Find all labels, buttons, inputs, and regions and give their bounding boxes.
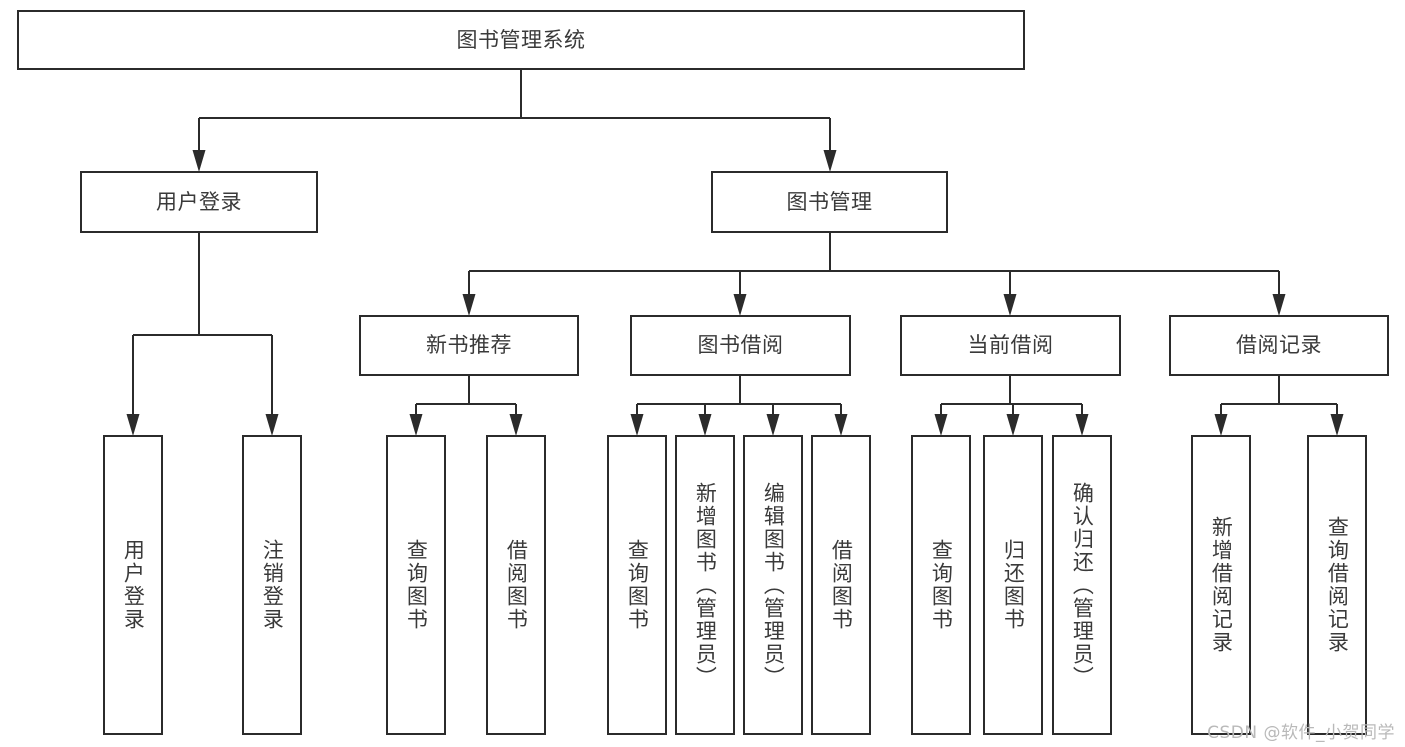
node-box-root[interactable] [16,9,1026,71]
arrow-head-icon [1214,414,1228,436]
arrow-head-icon [698,414,712,436]
node-box-leaf-borrow-book-rec[interactable] [485,434,547,736]
node-box-leaf-confirm-return[interactable] [1051,434,1113,736]
arrow-head-icon [1330,414,1344,436]
node-box-book-borrow[interactable] [629,314,852,377]
connector-borrow-to-leaves [630,375,848,436]
node-box-book-manage[interactable] [710,170,949,234]
node-box-leaf-return-book[interactable] [982,434,1044,736]
arrow-head-icon [630,414,644,436]
arrow-head-icon [823,150,837,172]
node-box-leaf-query-book-cur[interactable] [910,434,972,736]
connector-record-to-leaves [1214,375,1344,436]
arrow-head-icon [265,414,279,436]
node-box-leaf-query-book-rec[interactable] [385,434,447,736]
arrow-head-icon [462,294,476,316]
node-box-user-login[interactable] [79,170,319,234]
node-box-current-borrow[interactable] [899,314,1122,377]
node-box-leaf-edit-book[interactable] [742,434,804,736]
connector-book-manage-to-l2 [462,232,1286,316]
connector-rec-to-leaves [409,375,523,436]
arrow-head-icon [1075,414,1089,436]
node-box-leaf-query-record[interactable] [1306,434,1368,736]
csdn-watermark: CSDN @软件_小贺同学 [1207,723,1395,743]
node-box-leaf-borrow-book[interactable] [810,434,872,736]
node-box-leaf-user-login[interactable] [102,434,164,736]
arrow-head-icon [126,414,140,436]
node-box-leaf-query-book-borrow[interactable] [606,434,668,736]
connector-root-to-l1 [192,69,837,172]
node-box-layer [16,9,1390,736]
arrow-head-icon [1272,294,1286,316]
arrow-head-icon [766,414,780,436]
arrow-head-icon [834,414,848,436]
arrow-head-icon [1003,294,1017,316]
arrow-head-icon [1006,414,1020,436]
arrow-head-icon [934,414,948,436]
arrow-head-icon [409,414,423,436]
node-box-leaf-add-record[interactable] [1190,434,1252,736]
node-box-new-book-recommend[interactable] [358,314,580,377]
arrow-head-icon [192,150,206,172]
arrow-head-icon [509,414,523,436]
arrow-head-icon [733,294,747,316]
connector-user-login-to-leaves [126,232,279,436]
node-box-borrow-record[interactable] [1168,314,1390,377]
node-box-leaf-logout[interactable] [241,434,303,736]
connector-layer [126,69,1344,436]
node-box-leaf-add-book[interactable] [674,434,736,736]
connector-current-to-leaves [934,375,1089,436]
